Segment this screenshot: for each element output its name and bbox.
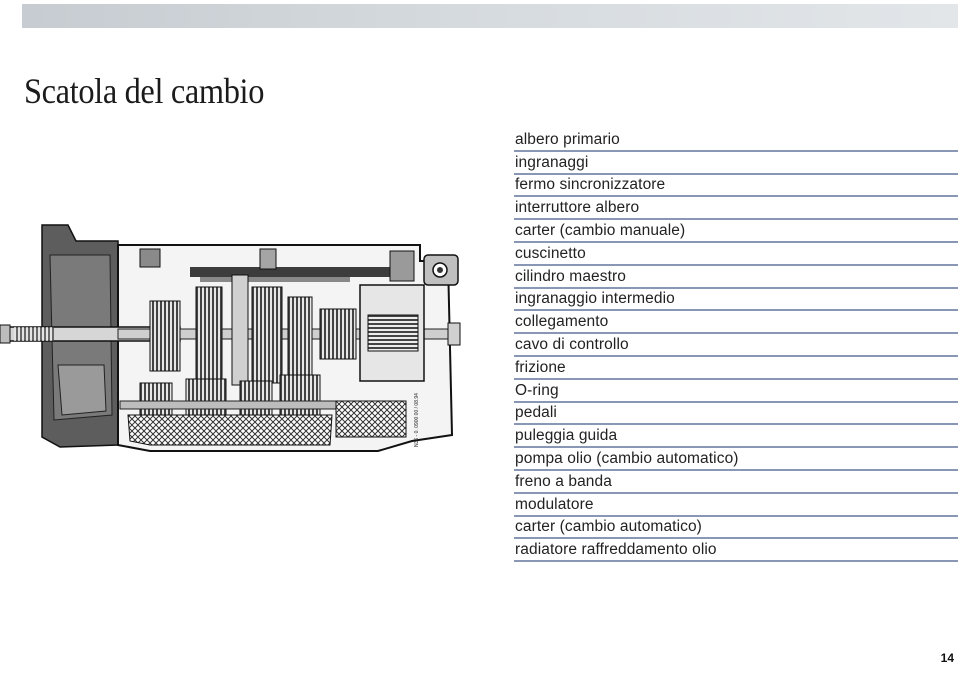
term-item: pedali xyxy=(514,403,958,426)
term-item: cuscinetto xyxy=(514,243,958,266)
term-item: modulatore xyxy=(514,494,958,517)
term-label: ingranaggi xyxy=(515,153,589,171)
term-label: carter (cambio automatico) xyxy=(515,518,702,536)
page-number: 14 xyxy=(940,651,954,665)
term-label: pedali xyxy=(515,404,557,422)
term-item: pompa olio (cambio automatico) xyxy=(514,448,958,471)
term-list: albero primario ingranaggi fermo sincroniz… xyxy=(514,129,958,563)
term-item: carter (cambio manuale) xyxy=(514,220,958,243)
term-label: pompa olio (cambio automatico) xyxy=(515,449,739,467)
term-label: interruttore albero xyxy=(515,199,640,217)
term-label: modulatore xyxy=(515,495,594,513)
term-label: albero primario xyxy=(515,130,620,148)
term-label: O-ring xyxy=(515,381,559,399)
term-label: fermo sincronizzatore xyxy=(515,176,666,194)
term-item: collegamento xyxy=(514,311,958,335)
term-item: ingranaggi xyxy=(514,152,958,175)
illustration-reference-code: N36 - 0. 0900 00 / 08.94 xyxy=(414,393,420,447)
term-label: freno a banda xyxy=(515,472,612,490)
page-title: Scatola del cambio xyxy=(24,71,265,111)
term-label: cavo di controllo xyxy=(515,335,629,353)
term-item: puleggia guida xyxy=(514,425,958,449)
term-item: cavo di controllo xyxy=(514,334,958,357)
term-item: interruttore albero xyxy=(514,197,958,221)
term-label: frizione xyxy=(515,358,566,376)
term-label: radiatore raffreddamento olio xyxy=(515,541,717,559)
term-item: fermo sincronizzatore xyxy=(514,175,958,198)
term-item: frizione xyxy=(514,357,958,380)
term-item: ingranaggio intermedio xyxy=(514,289,958,312)
term-item: radiatore raffreddamento olio xyxy=(514,539,958,563)
term-label: carter (cambio manuale) xyxy=(515,221,686,239)
term-item: cilindro maestro xyxy=(514,266,958,289)
term-item: O-ring xyxy=(514,380,958,403)
term-item: freno a banda xyxy=(514,471,958,494)
term-label: collegamento xyxy=(515,313,609,331)
gearbox-illustration: N36 - 0. 0900 00 / 08.94 xyxy=(0,224,461,452)
term-label: ingranaggio intermedio xyxy=(515,290,675,308)
term-item: albero primario xyxy=(514,129,958,152)
term-label: cilindro maestro xyxy=(515,267,627,285)
term-label: cuscinetto xyxy=(515,244,586,262)
header-band xyxy=(22,4,958,28)
term-item: carter (cambio automatico) xyxy=(514,517,958,540)
term-label: puleggia guida xyxy=(515,427,618,445)
